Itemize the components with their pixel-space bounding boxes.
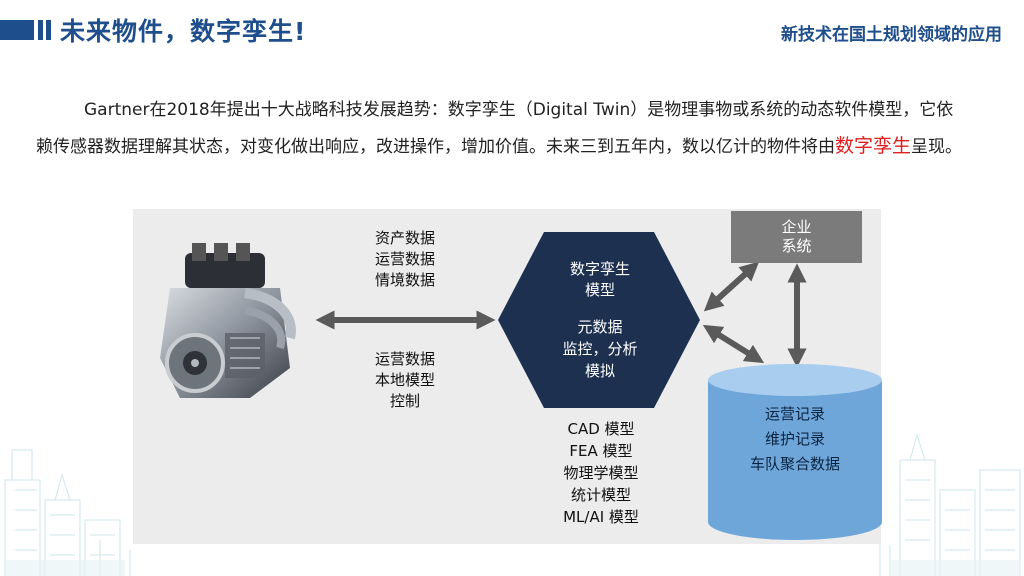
hexagon-title-line-2: 模型 bbox=[584, 281, 615, 299]
model-cad: CAD 模型 bbox=[567, 420, 635, 438]
hexagon-body-line-3: 模拟 bbox=[584, 362, 615, 380]
model-list: CAD 模型 FEA 模型 物理学模型 统计模型 ML/AI 模型 bbox=[536, 418, 666, 528]
header-accent-bars bbox=[0, 20, 51, 40]
database-line-maintenance: 维护记录 bbox=[764, 430, 825, 448]
hexagon-body: 元数据 监控，分析 模拟 bbox=[520, 316, 680, 382]
model-physics: 物理学模型 bbox=[563, 464, 639, 482]
label-ops-data-2: 运营数据 bbox=[374, 350, 435, 368]
enterprise-line-2: 系统 bbox=[781, 237, 812, 255]
intro-paragraph: Gartner在2018年提出十大战略科技发展趋势：数字孪生（Digital T… bbox=[36, 92, 966, 165]
model-fea: FEA 模型 bbox=[569, 442, 633, 460]
label-control: 控制 bbox=[389, 392, 420, 410]
database-cylinder bbox=[708, 364, 882, 540]
engine-image bbox=[160, 243, 296, 398]
label-ops-data: 运营数据 bbox=[374, 250, 435, 268]
enterprise-system-box: 企业 系统 bbox=[731, 211, 862, 263]
bottom-data-labels: 运营数据 本地模型 控制 bbox=[350, 349, 460, 412]
database-line-ops-record: 运营记录 bbox=[764, 405, 825, 423]
database-line-fleet: 车队聚合数据 bbox=[749, 455, 840, 473]
hexagon-body-line-1: 元数据 bbox=[577, 318, 623, 336]
enterprise-line-1: 企业 bbox=[781, 218, 812, 236]
hexagon-body-line-2: 监控，分析 bbox=[562, 340, 638, 358]
model-ml-ai: ML/AI 模型 bbox=[563, 508, 639, 526]
top-data-labels: 资产数据 运营数据 情境数据 bbox=[350, 228, 460, 291]
digital-twin-hexagon bbox=[498, 232, 700, 408]
intro-text-end: 呈现。 bbox=[911, 137, 963, 157]
label-local-model: 本地模型 bbox=[374, 371, 435, 389]
database-labels: 运营记录 维护记录 车队聚合数据 bbox=[708, 402, 882, 477]
page-title: 未来物件，数字孪生! bbox=[60, 17, 307, 46]
intro-text: Gartner在2018年提出十大战略科技发展趋势：数字孪生（Digital T… bbox=[36, 100, 954, 157]
hexagon-title-line-1: 数字孪生 bbox=[569, 260, 630, 278]
hexagon-title: 数字孪生 模型 bbox=[520, 259, 680, 301]
label-asset-data: 资产数据 bbox=[374, 229, 435, 247]
city-skyline-background bbox=[4, 433, 1021, 576]
model-statistical: 统计模型 bbox=[570, 486, 631, 504]
label-context-data: 情境数据 bbox=[374, 271, 435, 289]
intro-highlight: 数字孪生 bbox=[835, 135, 912, 157]
page-subtitle: 新技术在国土规划领域的应用 bbox=[781, 25, 1002, 45]
